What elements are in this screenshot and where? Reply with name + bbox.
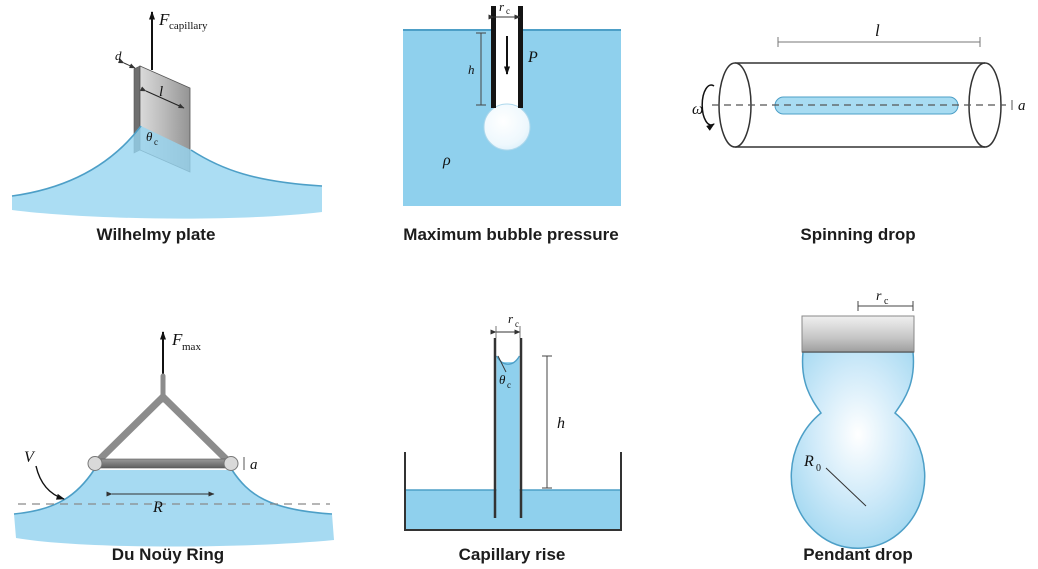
tube-wall-left <box>491 6 496 108</box>
ring-bar <box>94 458 232 469</box>
caption-bubble: Maximum bubble pressure <box>403 225 618 244</box>
label-max-force: F <box>171 330 183 349</box>
capillary-liquid-column <box>496 362 520 519</box>
label-drop-length: l <box>875 21 880 40</box>
spinning-drop-panel: l ω a Spinning drop <box>692 21 1026 244</box>
du-nouy-ring-panel: F max a R V Du Noüy Ring <box>13 330 334 564</box>
capillary-rise-panel: θ c r c h Capillary rise <box>404 311 622 564</box>
ring-wire-left <box>87 456 103 471</box>
ring-wire-right <box>223 456 239 471</box>
label-r0: R <box>803 453 814 470</box>
pendant-drop-shape <box>790 351 926 549</box>
cylinder-left-end <box>718 62 752 148</box>
cylinder-right-end <box>968 62 1002 148</box>
label-capillary-radius-sub: c <box>515 319 519 329</box>
rotation-arrow <box>701 84 715 131</box>
label-tube-radius: r <box>499 0 505 14</box>
label-pendant-radius: r <box>876 289 882 304</box>
label-capillary-theta-sub: c <box>507 380 511 390</box>
label-force-sub: capillary <box>169 20 208 32</box>
label-r0-sub: 0 <box>816 463 821 474</box>
pulled-liquid-mound <box>14 470 334 547</box>
plate-length-dimension <box>139 86 185 109</box>
ring-yoke-left <box>95 393 167 464</box>
label-density: ρ <box>442 152 451 169</box>
r0-radius-line <box>825 467 867 507</box>
label-contact-angle: θ <box>146 129 153 144</box>
label-capillary-theta: θ <box>499 372 506 387</box>
plate-thickness-dimension <box>117 58 136 69</box>
caption-pendant: Pendant drop <box>803 545 913 564</box>
meniscus-liquid <box>12 126 322 219</box>
label-ring-a: a <box>250 457 258 473</box>
label-rise-height: h <box>557 415 565 432</box>
label-contact-angle-sub: c <box>154 137 158 147</box>
label-tube-radius-sub: c <box>506 6 510 16</box>
volume-pointer-arrow <box>35 465 65 500</box>
label-thickness: d <box>115 48 122 63</box>
label-axis-a: a <box>1018 98 1026 114</box>
label-omega: ω <box>692 101 703 118</box>
label-pressure: P <box>527 49 538 66</box>
label-max-force-sub: max <box>182 341 201 353</box>
ring-yoke-right <box>159 393 231 464</box>
label-volume: V <box>24 449 36 466</box>
bubble-pressure-panel: r c h P ρ Maximum bubble pressure <box>403 0 621 244</box>
label-ring-radius: R <box>152 499 163 516</box>
label-force: F <box>158 10 170 29</box>
capillary-meniscus-curve <box>495 355 521 365</box>
pendant-drop-panel: r c R 0 Pendant drop <box>790 289 926 564</box>
tube-wall-right <box>518 6 523 108</box>
wilhelmy-panel: F capillary d l θ c Wilhelmy plate <box>11 10 323 244</box>
meniscus-surface-right <box>190 149 323 187</box>
caption-spinning: Spinning drop <box>800 225 915 244</box>
label-pendant-radius-sub: c <box>884 296 889 307</box>
label-capillary-radius: r <box>508 311 514 326</box>
caption-wilhelmy: Wilhelmy plate <box>97 225 216 244</box>
caption-capillary: Capillary rise <box>459 545 566 564</box>
meniscus-surface-left <box>11 125 142 197</box>
contact-angle-leader <box>497 355 507 373</box>
pendant-tube <box>801 315 915 353</box>
caption-ring: Du Noüy Ring <box>112 545 224 564</box>
label-length: l <box>159 84 163 100</box>
label-depth: h <box>468 62 475 77</box>
dish-outline <box>404 452 622 531</box>
gas-bubble <box>483 103 531 151</box>
mound-surface-right <box>231 469 333 515</box>
